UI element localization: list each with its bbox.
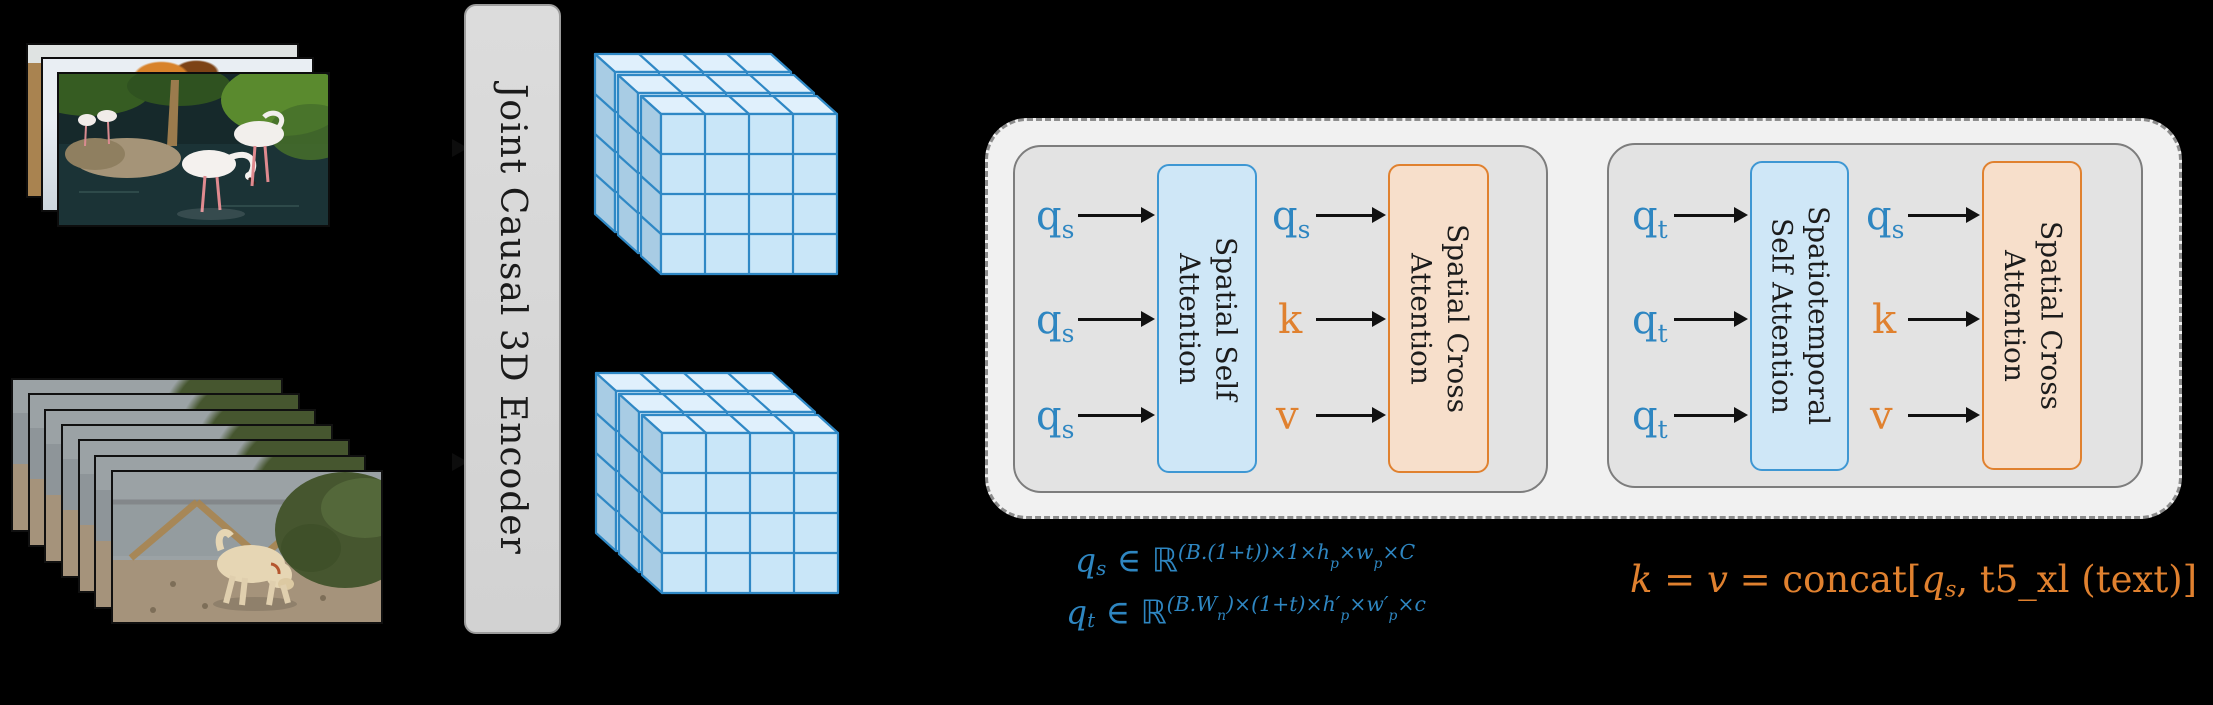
- spatial-cross-attention-box-2: Spatial Cross Attention: [1982, 161, 2082, 470]
- image-latent-grid: [585, 45, 847, 285]
- flamingo-photo: [57, 72, 330, 227]
- k-label: k: [1278, 297, 1303, 343]
- qs-label: qs: [1036, 393, 1075, 444]
- arrow: [1674, 310, 1748, 327]
- spatial-self-attention-label: Spatial Self Attention: [1173, 236, 1243, 401]
- spatiotemporal-self-attention-box: Spatiotemporal Self Attention: [1750, 161, 1849, 471]
- v-label: v: [1276, 393, 1299, 439]
- qt-shape-formula: qt ∈ ℝ(B.Wn)×(1+t)×h′p×w′p×c: [1066, 592, 1426, 633]
- arrow: [1316, 406, 1386, 423]
- arrow: [1316, 206, 1386, 223]
- joint-causal-3d-encoder: Joint Causal 3D Encoder: [464, 4, 561, 634]
- qs-label: qs: [1866, 193, 1905, 244]
- video-latent-grid: [586, 364, 848, 604]
- encoder-label: Joint Causal 3D Encoder: [492, 83, 533, 555]
- arrow: [1316, 310, 1386, 327]
- arrow: [1674, 406, 1748, 423]
- arrow: [1078, 406, 1155, 423]
- spatial-cross-attention-label-1: Spatial Cross Attention: [1404, 224, 1474, 413]
- spatiotemporal-self-attention-label: Spatiotemporal Self Attention: [1765, 206, 1835, 426]
- qs-label: qs: [1272, 193, 1311, 244]
- arrow: [1908, 310, 1980, 327]
- k-label: k: [1872, 297, 1897, 343]
- arrow: [1674, 206, 1748, 223]
- qt-label: qt: [1632, 193, 1668, 244]
- arrow: [1078, 206, 1155, 223]
- spatial-cross-attention-box-1: Spatial Cross Attention: [1388, 164, 1489, 473]
- arrow: [1908, 406, 1980, 423]
- qt-label: qt: [1632, 393, 1668, 444]
- qs-label: qs: [1036, 297, 1075, 348]
- arrow: [1078, 310, 1155, 327]
- video-frame-front: [111, 470, 383, 624]
- qt-label: qt: [1632, 297, 1668, 348]
- kv-definition-formula: k = v = concat[qs, t5_xl (text)]: [1630, 558, 2198, 603]
- spatial-self-attention-box: Spatial Self Attention: [1157, 164, 1257, 473]
- qs-label: qs: [1036, 193, 1075, 244]
- qs-shape-formula: qs ∈ ℝ(B.(1+t))×1×hp×wp×C: [1075, 540, 1416, 581]
- arrow: [1908, 206, 1980, 223]
- v-label: v: [1870, 393, 1893, 439]
- spatial-cross-attention-label-2: Spatial Cross Attention: [1998, 221, 2068, 410]
